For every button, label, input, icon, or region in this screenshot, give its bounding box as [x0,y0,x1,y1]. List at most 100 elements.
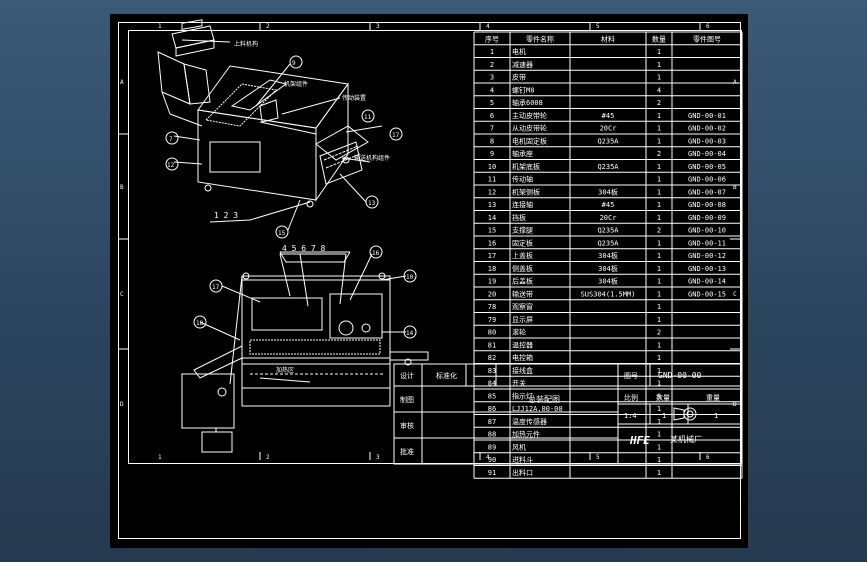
bom-cell-no: 88 [488,431,496,439]
zone-top-4: 4 [486,23,490,30]
zone-right-c: C [733,291,737,298]
bom-cell-qty: 1 [657,341,661,349]
conveyor-frame [319,141,363,185]
bill-of-materials-table[interactable] [473,31,743,479]
bom-cell-code: GND-00-13 [688,265,726,273]
projection-symbol-cone [673,407,685,421]
drawing-sheet[interactable]: 1 2 3 4 5 6 1 2 3 4 5 6 A B C D A B C D [110,14,748,548]
callout-label: 7 [169,136,173,143]
cabinet-top [197,65,349,129]
bom-cell-mat: #45 [602,112,615,120]
zone-left-c: C [120,291,124,298]
note-feeder: 上料机构 [234,40,258,48]
pulley [361,323,371,333]
bom-cell-name: 接线盒 [512,366,533,375]
bom-cell-qty: 1 [657,137,661,145]
bom-cell-no: 81 [488,341,496,349]
bom-cell-name: 螺钉M8 [512,85,534,94]
bom-cell-no: 78 [488,303,496,311]
company-name: 某机械厂 [670,434,702,444]
bom-cell-mat: Q235A [597,163,619,171]
zone-top-3: 3 [376,23,380,30]
bom-cell-qty: 1 [657,74,661,82]
bom-cell-name: 电机 [512,47,526,56]
bom-cell-qty: 1 [657,48,661,56]
zone-bottom-2: 2 [266,454,270,461]
bom-header-cell: 数量 [652,34,666,43]
zone-top-2: 2 [266,23,270,30]
bom-cell-no: 86 [488,405,496,413]
zone-bottom-5: 5 [596,454,600,461]
tb-weight-label: 重量 [706,394,720,402]
bom-cell-mat: 304板 [598,187,618,196]
bom-cell-qty: 2 [657,99,661,107]
item-numbers-top: 1 2 3 [214,211,238,220]
bom-header-cell: 序号 [485,34,499,43]
note-heating: 加热区 [276,366,294,374]
bom-cell-name: 观察窗 [512,302,533,311]
note-drive: 传动装置 [342,94,366,102]
cabinet-front [197,109,317,201]
tb-scale-value: 1:4 [624,412,637,420]
bom-cell-code: GND-00-12 [688,252,726,260]
tb-weight-value: 1 [714,412,718,420]
note-conveyor: 输送机构组件 [354,154,390,162]
wheel [342,156,350,164]
control-box-front [175,39,215,57]
machine-body [241,275,391,407]
caster [242,272,250,280]
wheel [306,200,314,208]
item-numbers-bottom: 4 5 6 7 8 [282,244,326,253]
cad-drawing-canvas[interactable]: 1 2 3 4 5 6 1 2 3 4 5 6 A B C D A B C D [110,14,748,548]
bom-header-cell: 零件图号 [693,34,721,43]
zone-top-5: 5 [596,23,600,30]
conveyor-belt [249,339,381,355]
bom-cell-name: 侧盖板 [512,264,533,273]
callout-label: 13 [368,200,376,207]
tb-check-label: 审核 [400,421,414,430]
bom-cell-qty: 4 [657,86,661,94]
bom-cell-qty: 1 [657,61,661,69]
bom-cell-qty: 1 [657,469,661,477]
bom-cell-code: GND-00-04 [688,150,726,158]
bom-cell-no: 87 [488,418,496,426]
bom-cell-qty: 1 [657,176,661,184]
sheet-edge [110,14,748,548]
front-view[interactable] [181,245,429,453]
bom-cell-no: 19 [488,278,496,286]
heating-chamber [251,297,323,331]
bom-cell-code: GND-00-07 [688,188,726,196]
bom-cell-mat: 304板 [598,277,618,286]
tb-qty-label: 数量 [656,393,670,402]
bom-cell-name: 加热元件 [512,430,540,439]
bom-cell-name: 机架侧板 [512,187,540,196]
bom-cell-name: 减速器 [512,60,533,69]
bom-cell-qty: 1 [657,456,661,464]
tb-scale-label: 比例 [624,393,638,402]
bom-cell-code: GND-00-03 [688,137,726,145]
callout-label: 16 [372,250,380,257]
feed-hopper [157,51,191,105]
bom-cell-qty: 1 [657,252,661,260]
bom-cell-no: 6 [490,112,494,120]
conveyor-outlet [315,125,369,161]
bom-cell-no: 80 [488,329,496,337]
bom-cell-name: 主动皮带轮 [512,111,547,120]
tb-drawing-no: GND-00-00 [658,371,702,380]
callout-label: 18 [196,320,204,327]
bom-cell-code: GND-00-05 [688,163,726,171]
bom-cell-name: 皮带 [512,73,526,82]
isometric-view[interactable] [157,19,403,239]
bom-cell-qty: 1 [657,431,661,439]
bom-cell-name: 机架底板 [512,162,540,171]
title-block[interactable] [393,363,743,465]
bom-cell-code: GND-00-08 [688,201,726,209]
bom-cell-no: 7 [490,125,494,133]
bom-cell-name: 轴承座 [512,149,533,158]
bom-cell-no: 83 [488,367,496,375]
bom-cell-qty: 1 [657,367,661,375]
bom-cell-no: 16 [488,239,496,247]
zone-top-1: 1 [158,23,162,30]
tb-drawing-title: 总装配图 [528,394,560,404]
zone-bottom-6: 6 [706,454,710,461]
